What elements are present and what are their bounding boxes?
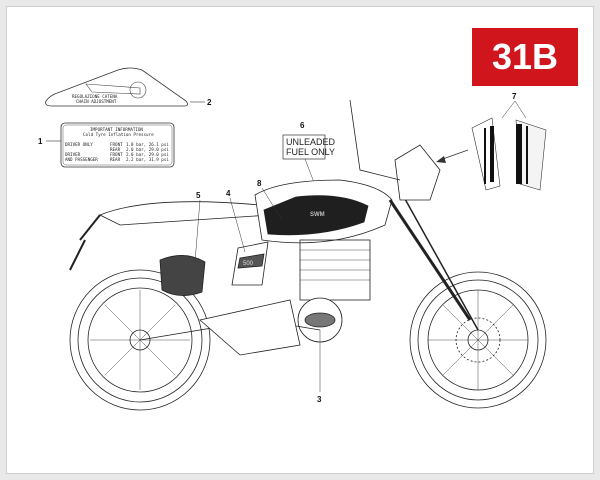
tyre-row-wheel: FRONT xyxy=(110,142,123,147)
tyre-pressure-decal: IMPORTANT INFORMATION Cold Tyre Inflatio… xyxy=(38,122,175,168)
tyre-row-value: 2.0 bar, 29.0 psi xyxy=(126,152,169,157)
callout-1: 1 xyxy=(38,137,43,146)
tyre-row-wheel: REAR xyxy=(110,147,121,152)
callout-6: 6 xyxy=(300,121,305,130)
tyre-row-value: 2.2 bar, 31.9 psi xyxy=(126,157,169,162)
tyre-row-wheel: FRONT xyxy=(110,152,123,157)
tyre-decal-subtitle: Cold Tyre Inflation Pressure xyxy=(83,132,154,137)
callout-8: 8 xyxy=(257,179,262,188)
callout-2: 2 xyxy=(207,98,212,107)
callout-5: 5 xyxy=(196,191,201,200)
tyre-row-value: 1.8 bar, 26.1 psi xyxy=(126,142,169,147)
callout-4: 4 xyxy=(226,189,231,198)
chain-adjustment-decal: REGOLAZIONE CATENA CHAIN ADJUSTMENT 2 xyxy=(45,67,212,107)
tyre-decal-title: IMPORTANT INFORMATION xyxy=(90,127,143,132)
diagram-code-badge: 31B xyxy=(472,28,578,86)
unleaded-fuel-decal: UNLEADED FUEL ONLY 6 xyxy=(282,121,336,186)
tyre-row-wheel: REAR xyxy=(110,157,121,162)
callout-3: 3 xyxy=(317,395,322,404)
tyre-row-value: 2.0 bar, 29.0 psi xyxy=(126,147,169,152)
callout-7: 7 xyxy=(512,92,517,101)
callout-leaders xyxy=(194,187,321,392)
tank-brand: SWM xyxy=(310,212,325,218)
fork-decals: 7 xyxy=(436,92,547,191)
motorcycle-illustration: SWM 500 xyxy=(69,99,547,411)
chain-decal-line2: CHAIN ADJUSTMENT xyxy=(76,99,117,104)
fuel-decal-line2: FUEL ONLY xyxy=(286,147,335,157)
tyre-row-rider: DRIVER ONLY xyxy=(65,142,93,147)
chain-decal-line1: REGOLAZIONE CATENA xyxy=(72,94,118,99)
fuel-decal-line1: UNLEADED xyxy=(286,137,336,147)
tyre-row-rider: AND PASSENGER xyxy=(65,157,98,162)
tyre-row-rider: DRIVER xyxy=(65,152,81,157)
side-panel-text: 500 xyxy=(243,261,254,267)
